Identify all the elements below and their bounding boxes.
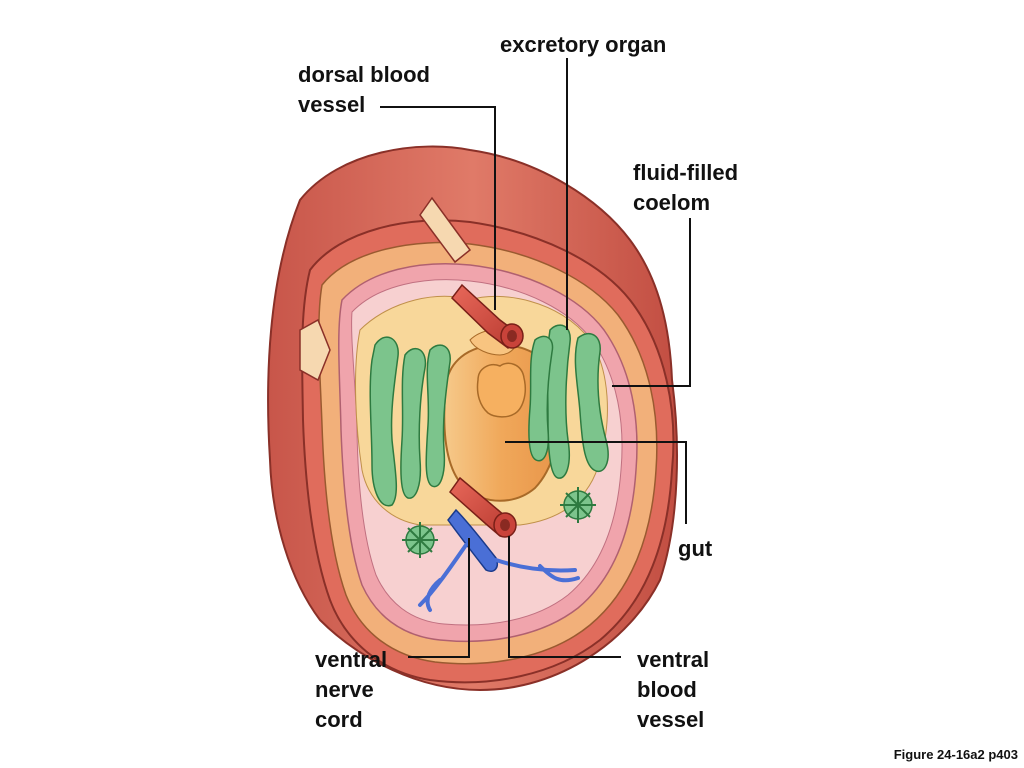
label-ventral-blood-vessel: ventral blood vessel xyxy=(637,645,709,735)
label-gut-line-1: gut xyxy=(678,536,713,561)
leader-ventral-nerve-cord xyxy=(408,538,470,658)
dorsal-blood-vessel xyxy=(450,283,524,350)
label-fluid-filled-coelom-line-2: coelom xyxy=(633,190,711,215)
figure-caption: Figure 24-16a2 p403 xyxy=(893,747,1018,762)
label-excretory-organ: excretory organ xyxy=(500,30,666,60)
label-ventral-blood-vessel-line-1: ventral xyxy=(637,647,710,672)
ventral-nerve-cord xyxy=(418,508,580,612)
label-gut: gut xyxy=(678,534,712,564)
label-ventral-blood-vessel-line-3: vessel xyxy=(637,707,705,732)
label-fluid-filled-coelom: fluid-filled coelom xyxy=(633,158,738,218)
label-excretory-organ-line-1: excretory organ xyxy=(500,32,667,57)
leader-ventral-blood-vessel xyxy=(508,536,621,658)
leader-lines xyxy=(380,58,691,658)
excretory-organ-left xyxy=(369,336,451,558)
gut-lumen xyxy=(476,362,526,418)
label-ventral-blood-vessel-line-2: blood xyxy=(637,677,697,702)
label-dorsal-blood-vessel-line-2: vessel xyxy=(298,92,366,117)
label-ventral-nerve-cord-line-3: cord xyxy=(315,707,363,732)
wall-cut-notch xyxy=(299,196,472,382)
label-fluid-filled-coelom-line-1: fluid-filled xyxy=(633,160,739,185)
leader-dorsal-blood-vessel xyxy=(380,106,496,310)
ventral-blood-vessel xyxy=(448,476,517,538)
leader-fluid-filled-coelom xyxy=(612,218,691,387)
label-dorsal-blood-vessel-line-1: dorsal blood xyxy=(298,62,430,87)
label-dorsal-blood-vessel: dorsal blood vessel xyxy=(298,60,430,120)
excretory-organ-right xyxy=(528,324,609,523)
label-ventral-nerve-cord-line-1: ventral xyxy=(315,647,388,672)
label-ventral-nerve-cord: ventral nerve cord xyxy=(315,645,387,735)
leader-gut xyxy=(505,441,687,524)
label-ventral-nerve-cord-line-2: nerve xyxy=(315,677,374,702)
